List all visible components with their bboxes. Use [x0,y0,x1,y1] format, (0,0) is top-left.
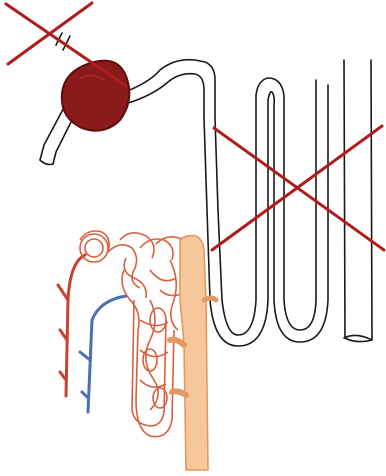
glomerulus-icon [62,61,130,131]
capillary-network [80,231,190,437]
blood-supply-icon [58,231,216,470]
arteriole [58,255,85,396]
venule [80,296,126,412]
cross-line-top-1 [6,4,126,86]
